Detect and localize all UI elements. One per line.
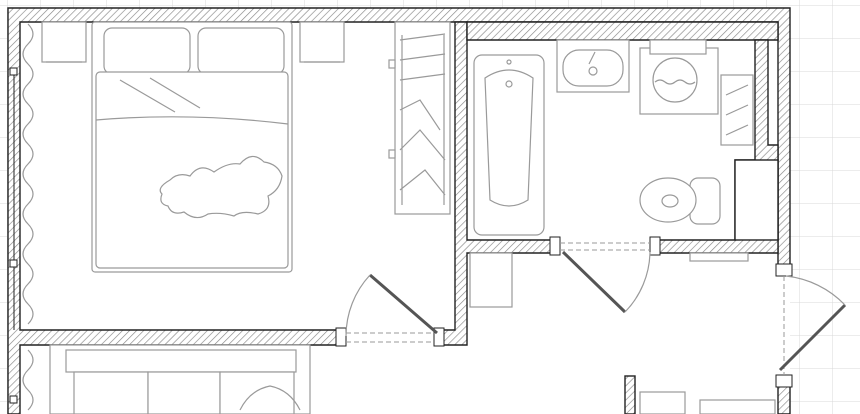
hallway-bench	[639, 252, 776, 414]
sink	[556, 39, 630, 93]
hallway-cabinet	[469, 252, 513, 308]
sofa	[49, 344, 311, 414]
closet-niche	[734, 159, 779, 241]
nightstand-left	[41, 21, 87, 63]
toilet	[639, 177, 721, 225]
entrance-door[interactable]	[775, 263, 847, 388]
nightstand-right	[299, 21, 345, 63]
washing-machine	[639, 39, 719, 115]
bathroom-door[interactable]	[549, 236, 661, 314]
bedroom-door[interactable]	[335, 273, 445, 347]
window-left	[9, 67, 18, 404]
wardrobe	[388, 21, 451, 215]
bath-shelf	[720, 74, 754, 146]
double-bed	[91, 21, 293, 273]
pillar	[624, 375, 636, 414]
bathtub	[473, 54, 545, 236]
bath-top-wall	[466, 21, 779, 41]
curtain-lower	[22, 349, 34, 411]
curtain	[22, 23, 34, 325]
